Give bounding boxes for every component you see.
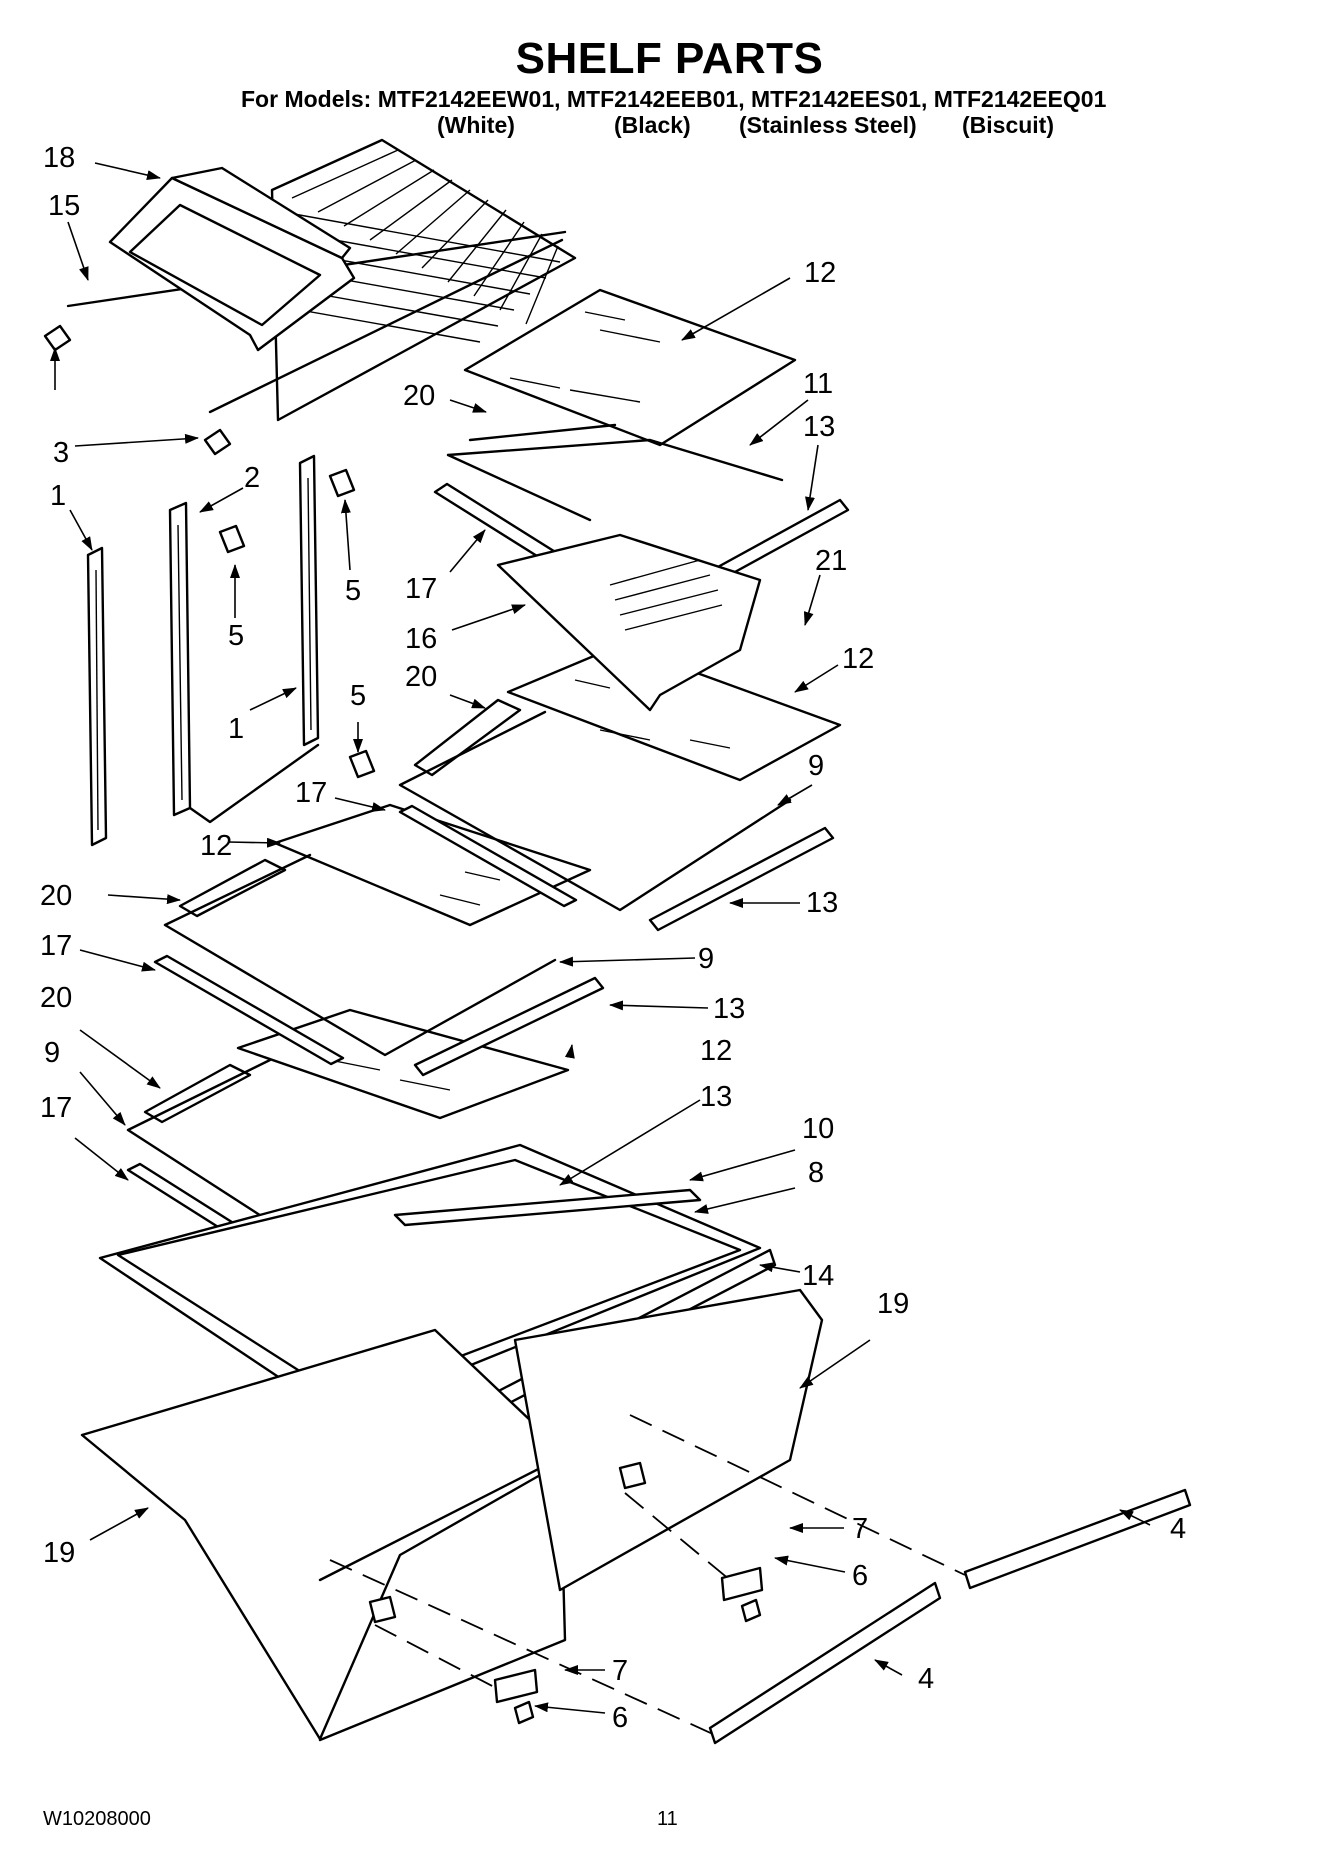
callout-13: 13 xyxy=(713,993,745,1025)
callout-13: 13 xyxy=(700,1081,732,1113)
callout-9: 9 xyxy=(44,1037,60,1069)
callout-19: 19 xyxy=(877,1288,909,1320)
callout-13: 13 xyxy=(806,887,838,919)
callout-12: 12 xyxy=(700,1035,732,1067)
door-bin-part xyxy=(108,166,356,352)
page-number: 11 xyxy=(657,1808,678,1830)
callout-21: 21 xyxy=(815,545,847,577)
crisper-tray-part xyxy=(496,533,762,712)
variant-stainless: (Stainless Steel) xyxy=(739,112,917,138)
page-title: SHELF PARTS xyxy=(515,34,824,83)
callout-20: 20 xyxy=(40,880,72,912)
variant-white: (White) xyxy=(437,112,515,138)
callout-12: 12 xyxy=(804,257,836,289)
callout-6: 6 xyxy=(852,1560,868,1592)
document-number: W10208000 xyxy=(43,1808,151,1830)
callout-5: 5 xyxy=(350,680,366,712)
callout-5: 5 xyxy=(228,620,244,652)
callout-labels: 18 15 3 1 2 5 5 1 5 12 20 11 13 17 16 21… xyxy=(40,142,1186,1734)
crisper-drawers-part xyxy=(80,1288,824,1742)
callout-18: 18 xyxy=(43,142,75,174)
callout-10: 10 xyxy=(802,1113,834,1145)
callout-7: 7 xyxy=(612,1655,628,1687)
callout-3: 3 xyxy=(53,437,69,469)
shelf-rails-part xyxy=(86,454,320,847)
callout-9: 9 xyxy=(808,750,824,782)
variant-biscuit: (Biscuit) xyxy=(962,112,1054,138)
callout-5: 5 xyxy=(345,575,361,607)
callout-12: 12 xyxy=(200,830,232,862)
callout-14: 14 xyxy=(802,1260,834,1292)
callout-17: 17 xyxy=(295,777,327,809)
callout-17: 17 xyxy=(405,573,437,605)
callout-19: 19 xyxy=(43,1537,75,1569)
callout-4: 4 xyxy=(1170,1513,1186,1545)
screws-part xyxy=(218,468,376,779)
callout-11: 11 xyxy=(803,368,833,400)
leader-lines xyxy=(50,162,1151,1714)
glass-shelves-part xyxy=(236,288,842,1120)
callout-6: 6 xyxy=(612,1702,628,1734)
callout-17: 17 xyxy=(40,930,72,962)
callout-17: 17 xyxy=(40,1092,72,1124)
callout-16: 16 xyxy=(405,623,437,655)
callout-7: 7 xyxy=(852,1513,868,1545)
callout-8: 8 xyxy=(808,1157,824,1189)
variant-black: (Black) xyxy=(614,112,691,138)
callout-20: 20 xyxy=(403,380,435,412)
models-line: For Models: MTF2142EEW01, MTF2142EEB01, … xyxy=(241,86,1107,112)
callout-20: 20 xyxy=(40,982,72,1014)
callout-9: 9 xyxy=(698,943,714,975)
callout-15: 15 xyxy=(48,190,80,222)
callout-20: 20 xyxy=(405,661,437,693)
callout-2: 2 xyxy=(244,462,260,494)
callout-13: 13 xyxy=(803,411,835,443)
callout-1: 1 xyxy=(50,480,66,512)
callout-12: 12 xyxy=(842,643,874,675)
callout-1: 1 xyxy=(228,713,244,745)
shelf-frames-part xyxy=(126,423,850,1272)
callout-4: 4 xyxy=(918,1663,934,1695)
